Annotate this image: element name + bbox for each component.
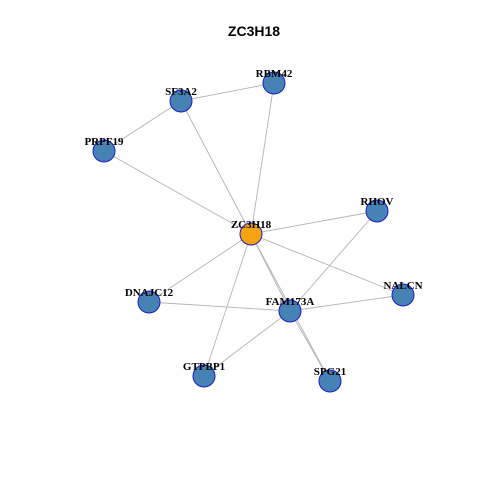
node-zc3h18[interactable] bbox=[239, 222, 263, 246]
node-label-rhov: RHOV bbox=[361, 196, 394, 208]
node-label-rbm42: RBM42 bbox=[256, 68, 293, 80]
edge-fam173a-gtpbp1 bbox=[203, 310, 291, 377]
node-rhov[interactable] bbox=[365, 199, 389, 223]
node-sf3a2[interactable] bbox=[169, 89, 193, 113]
edge-sf3a2-prpf19 bbox=[103, 100, 182, 152]
edge-rhov-zc3h18 bbox=[250, 210, 378, 235]
node-label-fam173a: FAM173A bbox=[266, 296, 315, 308]
node-gtpbp1[interactable] bbox=[192, 364, 216, 388]
edge-fam173a-spg21 bbox=[289, 310, 331, 382]
node-layer bbox=[92, 71, 415, 393]
node-prpf19[interactable] bbox=[92, 139, 116, 163]
edge-prpf19-zc3h18 bbox=[103, 150, 252, 235]
node-rbm42[interactable] bbox=[262, 71, 286, 95]
edge-sf3a2-zc3h18 bbox=[180, 100, 252, 235]
edge-fam173a-nalcn bbox=[289, 294, 404, 312]
node-label-sf3a2: SF3A2 bbox=[165, 86, 197, 98]
edge-sf3a2-rbm42 bbox=[180, 82, 275, 102]
node-nalcn[interactable] bbox=[391, 283, 415, 307]
edge-rbm42-zc3h18 bbox=[250, 82, 275, 235]
edge-rhov-fam173a bbox=[289, 210, 378, 312]
node-fam173a[interactable] bbox=[278, 299, 302, 323]
edge-layer bbox=[103, 82, 404, 382]
edge-zc3h18-nalcn bbox=[250, 233, 404, 296]
node-dnajc12[interactable] bbox=[137, 290, 161, 314]
node-label-nalcn: NALCN bbox=[383, 280, 422, 292]
node-label-dnajc12: DNAJC12 bbox=[125, 287, 174, 299]
node-label-gtpbp1: GTPBP1 bbox=[183, 361, 225, 373]
edge-zc3h18-dnajc12 bbox=[148, 233, 252, 303]
node-spg21[interactable] bbox=[318, 369, 342, 393]
node-label-prpf19: PRPF19 bbox=[84, 136, 124, 148]
node-label-zc3h18: ZC3H18 bbox=[231, 219, 272, 231]
edge-dnajc12-fam173a bbox=[148, 301, 291, 312]
edge-zc3h18-gtpbp1 bbox=[203, 233, 252, 377]
node-label-spg21: SPG21 bbox=[314, 366, 346, 378]
diagram-title: ZC3H18 bbox=[228, 23, 280, 39]
